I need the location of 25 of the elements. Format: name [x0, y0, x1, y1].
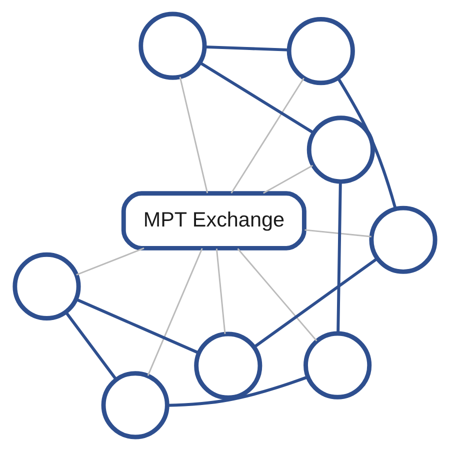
connector: [336, 182, 342, 334]
connector: [64, 311, 118, 380]
connector: [336, 77, 397, 210]
connector: [147, 248, 203, 376]
connector: [263, 164, 314, 194]
connector: [230, 78, 304, 194]
connector: [179, 76, 208, 194]
connector: [167, 376, 308, 407]
connector: [304, 229, 372, 238]
connector: [216, 248, 226, 334]
connector: [253, 257, 378, 348]
node-circle: [101, 371, 170, 440]
node-circle: [286, 17, 355, 86]
connector: [237, 248, 318, 342]
connector: [199, 61, 314, 134]
node-circle: [304, 331, 372, 400]
node-circle: [306, 116, 375, 184]
node-circle: [369, 206, 438, 274]
node-circle: [12, 252, 81, 320]
node-circle: [138, 12, 207, 80]
node-circle: [194, 332, 262, 400]
node-box: MPT Exchange: [121, 191, 306, 250]
connector: [204, 45, 289, 52]
connector: [76, 298, 200, 354]
connector: [76, 248, 144, 276]
